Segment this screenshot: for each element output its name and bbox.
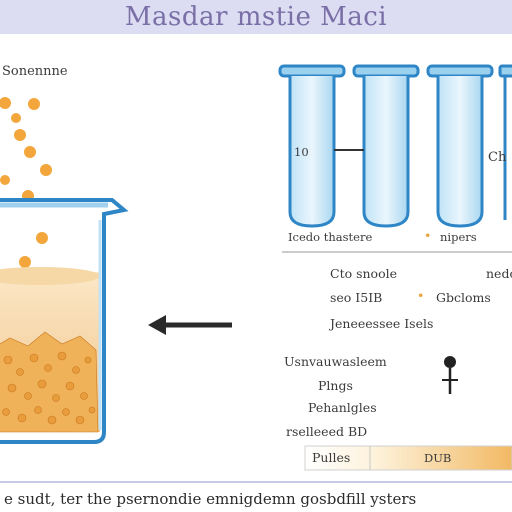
lower-label-1: Usnvauwasleem (284, 354, 387, 369)
bottom-caption: e sudt, ter the psernondie emnigdemn gos… (4, 490, 417, 508)
title-bar: Masdar mstie Maci (0, 0, 512, 34)
tubes-caption-left: Icedo thastere (288, 230, 373, 244)
middle-label-row1-right: nedo (486, 266, 512, 281)
middle-label-row1-left: Cto snoole (330, 266, 397, 281)
lower-label-2: Plngs (318, 378, 353, 393)
middle-label-row2-right: Gbcloms (436, 290, 491, 305)
test-tube-1 (278, 64, 346, 228)
beaker-label: Sonennne (2, 64, 68, 79)
tube-left-label: 10 (294, 145, 309, 159)
bar-label-right: DUB (424, 451, 452, 465)
middle-label-row2-left: seo I5IB (330, 290, 383, 305)
lower-label-3: Pehanlgles (308, 400, 377, 415)
middle-label-row2-dot: • (417, 288, 425, 303)
lower-label-4: rselleeed BD (286, 424, 368, 439)
tubes-caption-right: nipers (440, 230, 477, 244)
middle-label-row3: Jeneeessee Isels (330, 316, 434, 331)
gradient-bar (304, 445, 512, 471)
crystal-sediment (0, 331, 99, 433)
beaker (0, 198, 129, 444)
test-tube-3 (426, 64, 494, 228)
test-tube-4-partial (498, 64, 512, 220)
pin-icon (442, 356, 458, 394)
tubes-caption-dot: • (424, 228, 432, 243)
page-title: Masdar mstie Maci (124, 2, 388, 32)
test-tube-2 (352, 64, 420, 228)
bar-label-left: Pulles (312, 450, 351, 465)
arrow-left-icon (148, 315, 232, 335)
tube-right-label: Ch (488, 150, 507, 165)
